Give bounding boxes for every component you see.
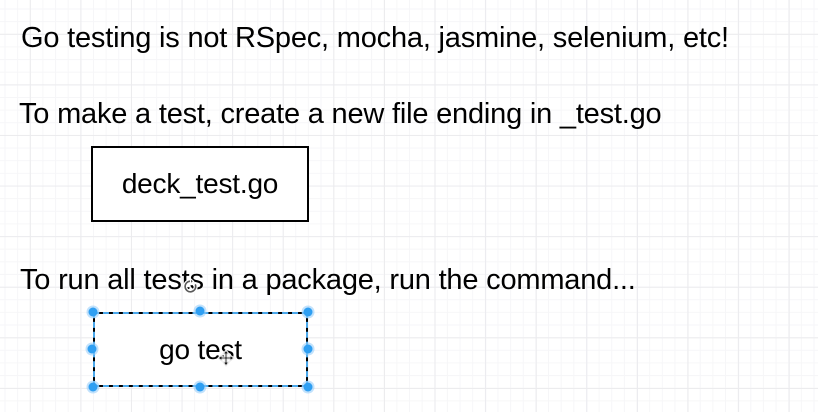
selection-handle-middle-right[interactable]: [303, 344, 313, 354]
selection-handle-top-middle[interactable]: [195, 306, 205, 316]
shape-deck-test-box[interactable]: deck_test.go: [91, 146, 309, 222]
shape-go-test-box[interactable]: go test: [93, 312, 308, 387]
text-line-1[interactable]: Go testing is not RSpec, mocha, jasmine,…: [21, 22, 729, 54]
selection-handle-top-right[interactable]: [303, 307, 313, 317]
selection-handle-top-left[interactable]: [88, 307, 98, 317]
shape-deck-test-label: deck_test.go: [121, 168, 279, 199]
text-line-3[interactable]: To run all tests in a package, run the c…: [20, 264, 636, 296]
text-line-2[interactable]: To make a test, create a new file ending…: [19, 98, 662, 130]
selection-handle-bottom-left[interactable]: [88, 382, 98, 392]
shape-go-test-label: go test: [159, 333, 242, 365]
selection-handle-bottom-middle[interactable]: [195, 382, 205, 392]
selection-handle-bottom-right[interactable]: [303, 382, 313, 392]
selection-handle-middle-left[interactable]: [87, 344, 97, 354]
